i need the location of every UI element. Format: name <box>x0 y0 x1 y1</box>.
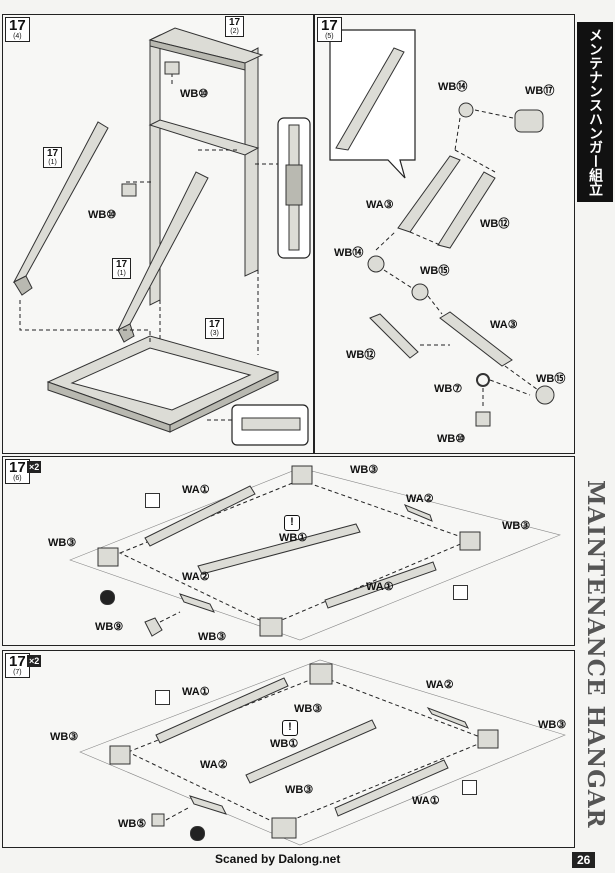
part-label: WA① <box>182 686 210 698</box>
ref-sub: (1) <box>117 270 126 277</box>
part-label: WB③ <box>50 731 79 743</box>
tool-icon <box>190 826 205 841</box>
tool-icon <box>155 690 170 705</box>
base-frame-6-drawing <box>69 465 561 641</box>
part-label: WA③ <box>490 319 518 331</box>
scan-credit: Scaned by Dalong.net <box>215 852 341 866</box>
part-label: WB⑤ <box>118 818 147 830</box>
tool-icon <box>145 493 160 508</box>
step-badge-17-5: 17 (5) <box>317 17 342 42</box>
part-label: WB⑫ <box>480 218 510 230</box>
ref-badge-17-3: 17 (3) <box>205 318 225 339</box>
part-label: WB⑨ <box>95 621 124 633</box>
tool-icon <box>453 585 468 600</box>
part-label: WB⑭ <box>438 81 468 93</box>
part-label: WB③ <box>350 464 379 476</box>
part-label: WA① <box>182 484 210 496</box>
ref-sub: (1) <box>48 159 57 166</box>
tool-icon <box>462 780 477 795</box>
part-label: WB⑮ <box>536 373 566 385</box>
base-frame-7-drawing <box>79 659 566 846</box>
japanese-title: メンテナンスハンガー組立 <box>577 22 613 202</box>
ref-number: 17 <box>229 17 241 28</box>
step-badge-17-6: 17 (6) <box>5 459 30 484</box>
step-number: 17 <box>321 17 338 34</box>
step-number: 17 <box>9 653 26 670</box>
step-sub: (7) <box>13 669 22 676</box>
part-label: WB⑫ <box>346 349 376 361</box>
part-label: WB⑰ <box>525 85 555 97</box>
part-label: WB③ <box>294 703 323 715</box>
hangar-frame-drawing <box>12 27 311 446</box>
ref-sub: (3) <box>210 330 219 337</box>
page-number: 26 <box>572 852 596 868</box>
ref-sub: (2) <box>230 28 239 35</box>
part-label: WB③ <box>198 631 227 643</box>
step-badge-17-7: 17 (7) <box>5 653 30 678</box>
ref-badge-17-1b: 17 (1) <box>112 258 132 279</box>
step-number: 17 <box>9 17 26 34</box>
panel-step-17-7 <box>2 650 575 848</box>
part-label: WA② <box>406 493 434 505</box>
part-label: WB⑩ <box>88 209 117 221</box>
part-label: WB① <box>279 532 308 544</box>
step-number: 17 <box>9 459 26 476</box>
ref-number: 17 <box>116 259 128 270</box>
part-label: WA② <box>182 571 210 583</box>
step-sub: (4) <box>13 33 22 40</box>
arm-parts-drawing <box>329 29 555 427</box>
step-sub: (5) <box>325 33 334 40</box>
english-title: MAINTENANCE HANGAR ASSEMBLE <box>582 480 609 829</box>
part-label: WB⑭ <box>334 247 364 259</box>
part-label: WA③ <box>366 199 394 211</box>
caution-icon: ! <box>284 515 300 531</box>
part-label: WB⑩ <box>180 88 209 100</box>
ref-number: 17 <box>209 319 221 330</box>
ref-badge-17-1: 17 (1) <box>43 147 63 168</box>
tool-icon <box>100 590 115 605</box>
part-label: WB⑦ <box>434 383 463 395</box>
part-label: WB⑩ <box>437 433 466 445</box>
ref-badge-17-2: 17 (2) <box>225 16 245 37</box>
caution-icon: ! <box>282 720 298 736</box>
ref-number: 17 <box>47 148 59 159</box>
multiplier-badge: ×2 <box>27 655 42 667</box>
step-badge-17-4: 17 (4) <box>5 17 30 42</box>
part-label: WA② <box>200 759 228 771</box>
part-label: WB③ <box>538 719 567 731</box>
part-label: WB⑮ <box>420 265 450 277</box>
part-label: WB③ <box>48 537 77 549</box>
part-label: WB③ <box>285 784 314 796</box>
part-label: WA① <box>366 581 394 593</box>
part-label: WB③ <box>502 520 531 532</box>
step-sub: (6) <box>13 475 22 482</box>
part-label: WB① <box>270 738 299 750</box>
part-label: WA② <box>426 679 454 691</box>
part-label: WA① <box>412 795 440 807</box>
multiplier-badge: ×2 <box>27 461 42 473</box>
